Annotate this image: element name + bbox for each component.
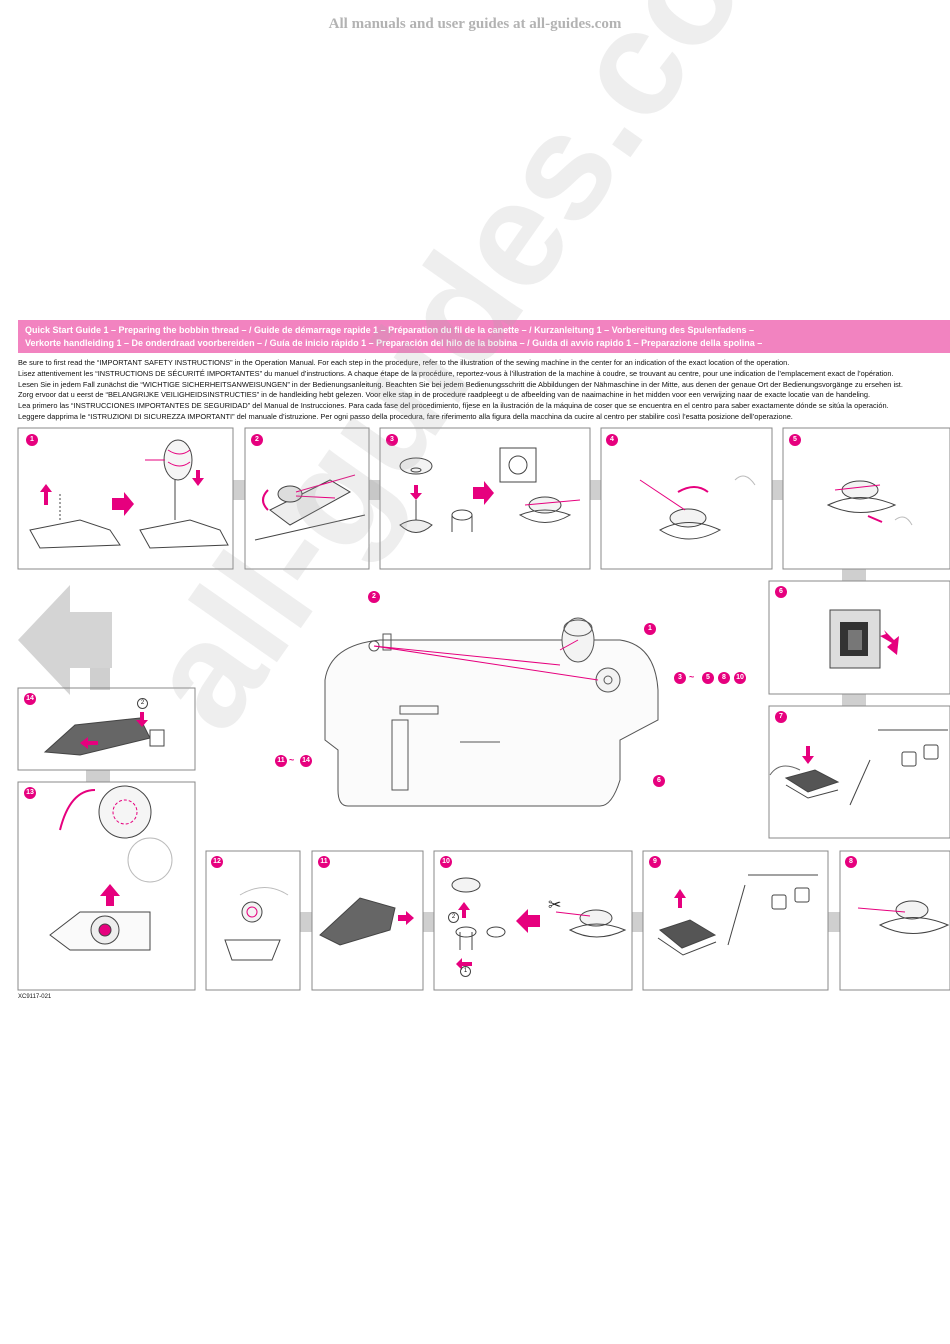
step-badge-10: 10	[440, 856, 452, 868]
machine-callout-10: 10	[734, 672, 746, 684]
step-14-arrows	[80, 712, 148, 749]
step-14-drawing	[43, 717, 165, 756]
step-badge-1: 1	[26, 434, 38, 446]
step-12-drawing	[224, 887, 289, 961]
sub-marker-2-step-14: 2	[137, 698, 148, 709]
step-badge-11: 11	[318, 856, 330, 868]
step-badge-9: 9	[649, 856, 661, 868]
machine-callout-tilde-1: ~	[689, 672, 695, 682]
intro-line-de: Lesen Sie in jedem Fall zunächst die “WI…	[18, 379, 903, 389]
intro-line-it: Leggere dapprima le “ISTRUZIONI DI SICUR…	[18, 411, 793, 421]
machine-callout-5: 5	[702, 672, 714, 684]
step-panel-10	[433, 850, 633, 991]
step-badge-4: 4	[606, 434, 618, 446]
step-7-drawing	[769, 729, 948, 806]
step-panel-12	[205, 850, 301, 991]
sub-marker-2-step-10: 2	[448, 912, 459, 923]
machine-callout-2: 2	[368, 591, 380, 603]
machine-callout-8: 8	[718, 672, 730, 684]
step-6-drawing	[829, 609, 899, 669]
sewing-machine-drawing	[324, 617, 659, 807]
step-7-arrow	[802, 746, 814, 764]
machine-callout-tilde-2: ~	[289, 755, 295, 765]
step-panel-1	[17, 427, 234, 570]
step-panel-2	[244, 427, 370, 570]
step-8-drawing	[857, 900, 950, 934]
site-banner[interactable]: All manuals and user guides at all-guide…	[328, 16, 622, 32]
safety-intro: Be sure to first read the “IMPORTANT SAF…	[18, 358, 950, 423]
machine-callout-11: 11	[275, 755, 287, 767]
guide-title-bar: Quick Start Guide 1 – Preparing the bobb…	[18, 320, 950, 353]
scissors-icon: ✂	[548, 897, 561, 914]
step-9-drawing	[657, 874, 818, 956]
step-11-drawing	[319, 897, 396, 946]
sub-marker-1-step-10: 1	[460, 966, 471, 977]
step-panel-4	[600, 427, 773, 570]
step-panel-7	[768, 705, 950, 839]
step-panel-14	[17, 687, 196, 771]
step-badge-8: 8	[845, 856, 857, 868]
step-2-drawing	[254, 474, 366, 541]
step-badge-2: 2	[251, 434, 263, 446]
step-13-arrow	[100, 884, 120, 906]
intro-line-en: Be sure to first read the “IMPORTANT SAF…	[18, 358, 790, 367]
step-10-arrows	[456, 902, 540, 970]
intro-line-fr: Lisez attentivement les “INSTRUCTIONS DE…	[18, 368, 894, 378]
intro-line-es: Lea primero las “INSTRUCCIONES IMPORTANT…	[18, 401, 889, 411]
guide-title-line-2: Verkorte handleiding 1 – De onderdraad v…	[25, 338, 763, 348]
machine-callout-14: 14	[300, 755, 312, 767]
step-panel-13	[17, 781, 196, 991]
document-code: XC9117-021	[18, 994, 52, 1000]
step-badge-12: 12	[211, 856, 223, 868]
step-panel-8	[839, 850, 950, 991]
step-9-arrow	[674, 889, 686, 908]
step-badge-7: 7	[775, 711, 787, 723]
machine-callout-6: 6	[653, 775, 665, 787]
step-panel-6	[768, 580, 950, 695]
step-3-arrows	[410, 481, 494, 505]
guide-title-line-1: Quick Start Guide 1 – Preparing the bobb…	[25, 325, 755, 335]
step-1-drawing	[29, 439, 229, 549]
step-11-arrow	[398, 911, 414, 925]
step-badge-6: 6	[775, 586, 787, 598]
step-badge-14: 14	[24, 693, 36, 705]
step-badge-13: 13	[24, 787, 36, 799]
step-13-drawing	[49, 785, 173, 951]
step-1-arrows	[40, 470, 204, 516]
intro-line-nl: Zorg ervoor dat u eerst de “BELANGRIJKE …	[18, 390, 871, 400]
step-badge-3: 3	[386, 434, 398, 446]
step-3-drawing	[399, 447, 581, 533]
step-panel-5	[782, 427, 950, 570]
step-panel-9	[642, 850, 829, 991]
big-return-arrow	[18, 585, 112, 695]
step-5-drawing	[826, 480, 913, 526]
flow-connectors	[86, 480, 866, 932]
step-10-drawing	[451, 877, 627, 950]
step-panel-3	[379, 427, 591, 570]
machine-callout-3: 3	[674, 672, 686, 684]
step-panel-11	[311, 850, 424, 991]
step-4-drawing	[639, 475, 756, 540]
step-badge-5: 5	[789, 434, 801, 446]
machine-callout-1: 1	[644, 623, 656, 635]
